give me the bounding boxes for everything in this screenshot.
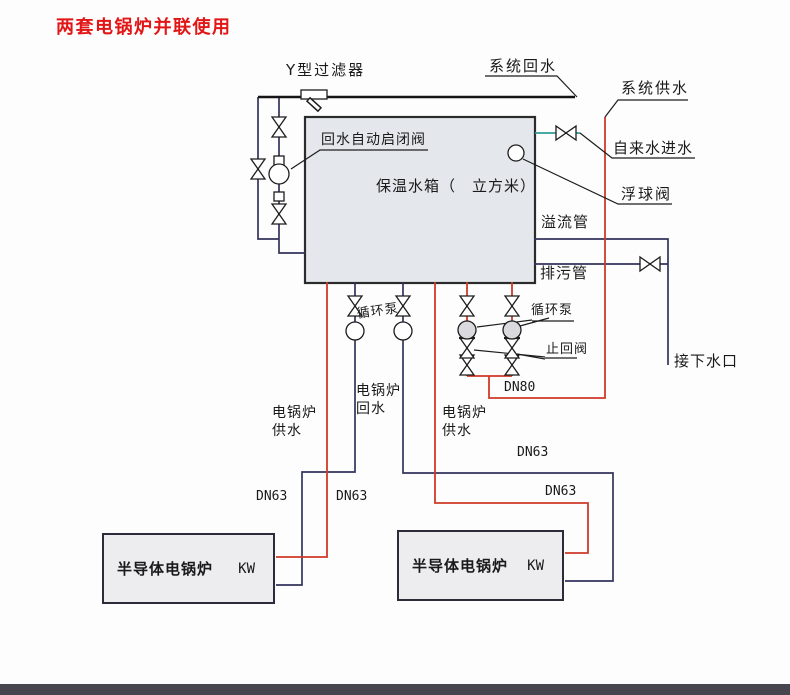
pipe-return-inlet-loop (257, 97, 305, 254)
label-circulation-pump-right: 循环泵 (531, 303, 574, 318)
pipe-boiler1-return (276, 282, 356, 586)
label-dn63-2: DN63 (336, 489, 368, 504)
pipe-boiler2-supply (434, 282, 589, 554)
valve-pump1-icon (346, 295, 364, 317)
y-filter-icon (300, 89, 328, 100)
label-float-valve: 浮球阀 (621, 185, 673, 203)
boiler-2-name: 半导体电锅炉 (412, 557, 509, 575)
leader-check-valve-2 (516, 353, 546, 360)
leader-system-return (485, 75, 578, 98)
leader-pump-right-2 (519, 317, 550, 327)
float-valve-icon (507, 144, 525, 162)
leader-tap-water (579, 132, 695, 159)
label-auto-open-close-valve: 回水自动启闭阀 (321, 132, 426, 148)
leader-system-supply (604, 99, 688, 118)
valve-tap-water-icon (555, 124, 577, 142)
label-dn63-3: DN63 (517, 445, 549, 460)
boiler-1: 半导体电锅炉 KW (102, 533, 275, 604)
label-system-return: 系统回水 (489, 57, 558, 75)
page-title: 两套电锅炉并联使用 (56, 17, 232, 38)
valve-pump4-icon (503, 295, 521, 317)
valve-return-lower-icon (270, 203, 288, 225)
label-dn63-4: DN63 (545, 484, 577, 499)
valve-bypass-icon (249, 158, 267, 180)
valve-drain-icon (639, 255, 661, 273)
leader-float-valve (522, 158, 672, 205)
valve-return-upper-icon (270, 116, 288, 138)
check-valve2-icon (503, 337, 521, 359)
circulation-pump2-icon (393, 321, 413, 341)
auto-open-close-valve-icon (268, 163, 290, 185)
valve-outlet1-icon (458, 354, 476, 376)
circulation-pump1-icon (345, 321, 365, 341)
label-dn63-1: DN63 (256, 489, 288, 504)
label-tap-water-inlet: 自来水进水 (613, 139, 694, 157)
circulation-pump3-icon (457, 320, 477, 340)
boiler-2-power-unit: KW (527, 557, 544, 574)
label-to-drain-outlet: 接下水口 (674, 352, 739, 370)
label-drain-pipe: 排污管 (540, 264, 589, 282)
insulated-water-tank (303, 115, 537, 285)
pipe-system-supply (466, 117, 606, 399)
label-check-valve: 止回阀 (546, 342, 589, 357)
pipe-boiler1-supply (276, 282, 328, 558)
boiler-2: 半导体电锅炉 KW (397, 530, 564, 601)
leader-auto-valve (290, 149, 428, 170)
label-overflow-pipe: 溢流管 (541, 213, 590, 231)
check-valve1-icon (458, 337, 476, 359)
label-dn80: DN80 (504, 380, 536, 395)
pipe-overflow (534, 238, 669, 365)
boiler-1-power-unit: KW (238, 560, 255, 577)
valve-pump3-icon (458, 295, 476, 317)
label-y-filter: Y型过滤器 (286, 61, 366, 79)
label-boiler-return: 电锅炉 回水 (356, 383, 401, 418)
bottom-edge-bar (0, 684, 790, 695)
label-system-supply: 系统供水 (621, 79, 690, 97)
valve-pump2-icon (394, 295, 412, 317)
circulation-pump4-icon (502, 320, 522, 340)
label-boiler-supply-right: 电锅炉 供水 (442, 405, 487, 440)
label-insulated-tank: 保温水箱（ 立方米） (376, 177, 537, 195)
leader-pump-right-1 (476, 319, 533, 328)
boiler-1-name: 半导体电锅炉 (117, 560, 214, 578)
pipe-boiler2-return (402, 282, 614, 582)
label-boiler-supply-left: 电锅炉 供水 (272, 405, 317, 440)
auto-valve-stem-bottom-icon (273, 191, 285, 202)
